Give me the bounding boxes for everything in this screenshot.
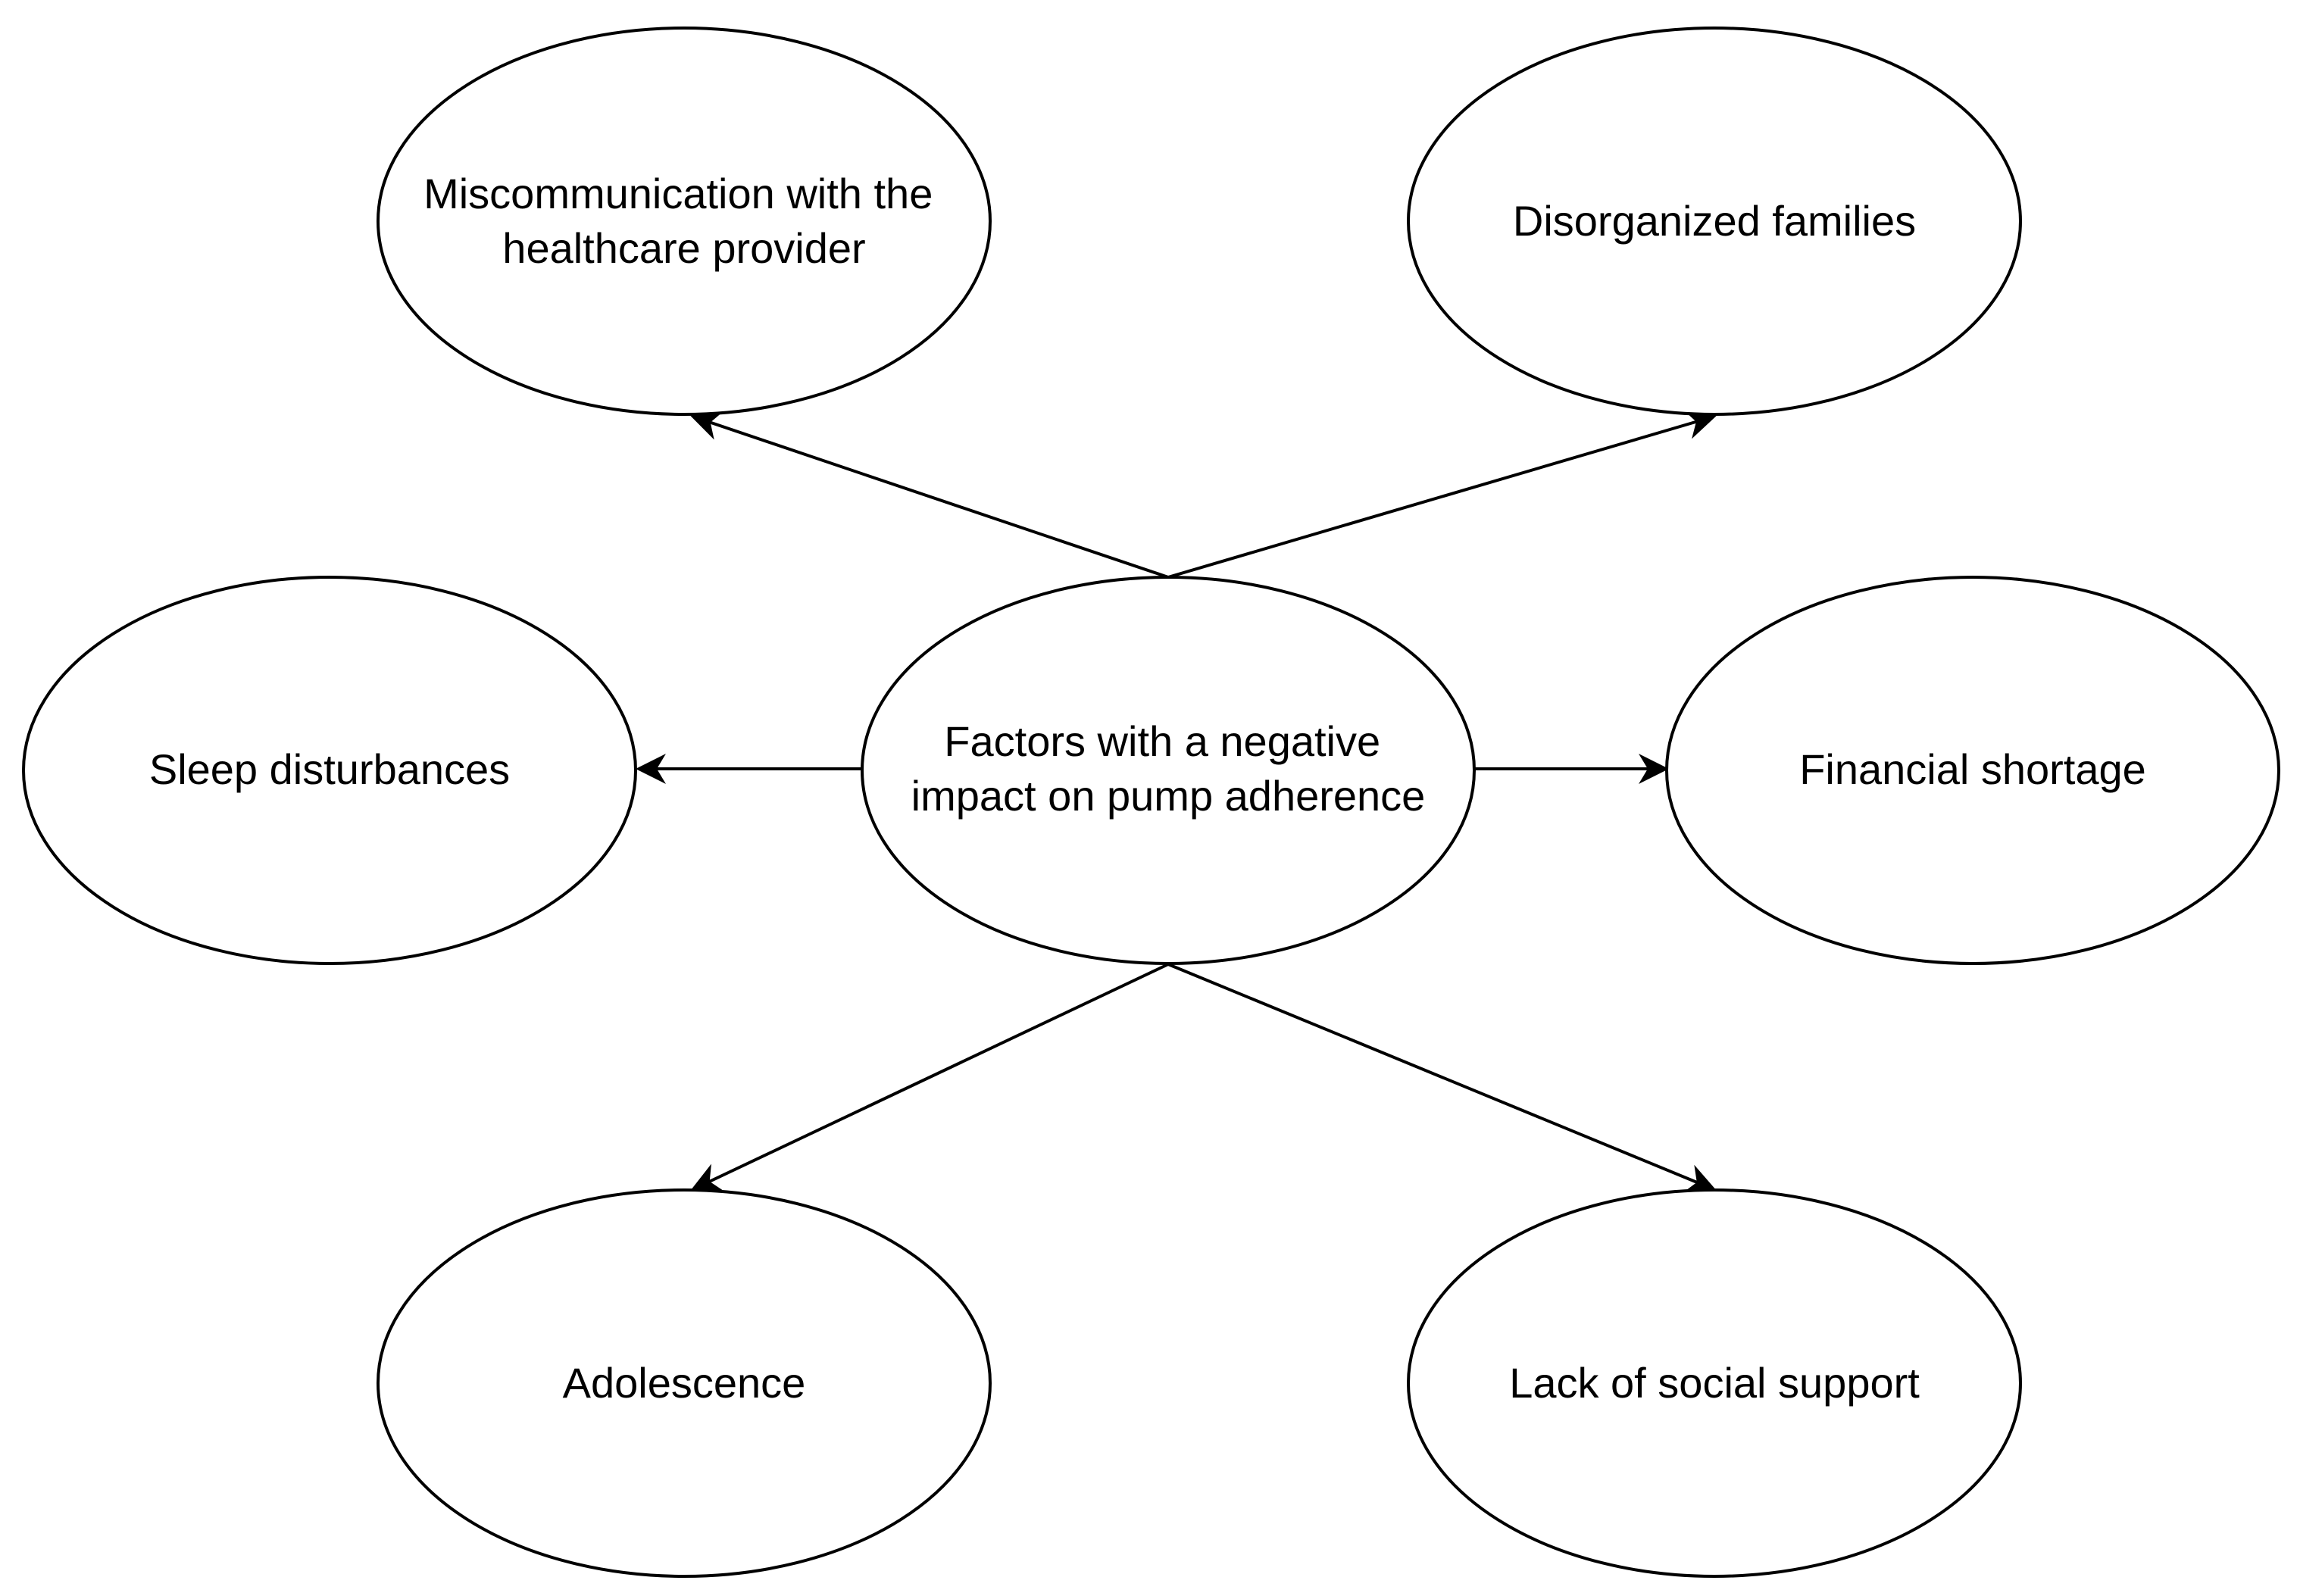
disorganized-families-label: Disorganized families (1513, 197, 1916, 245)
node-financial-shortage: Financial shortage (1665, 576, 2280, 965)
edge-to-miscommunication (690, 411, 1169, 579)
center-ellipse (861, 576, 1476, 965)
lack-of-social-support-ellipse (1407, 1188, 2022, 1578)
adolescence-label: Adolescence (563, 1359, 806, 1407)
node-disorganized-families: Disorganized families (1407, 27, 2022, 416)
financial-shortage-label: Financial shortage (1799, 745, 2146, 793)
center-node: Factors with a negative impact on pump a… (861, 576, 1476, 965)
adolescence-label-line-1: Adolescence (563, 1359, 806, 1407)
center-label-line-1: Factors with a negative (944, 717, 1380, 765)
sleep-disturbances-label: Sleep disturbances (149, 745, 510, 793)
center-label: Factors with a negative impact on pump a… (911, 717, 1426, 820)
node-miscommunication: Miscommunication with the healthcare pro… (377, 27, 992, 416)
miscommunication-label-line-1: Miscommunication with the (423, 170, 933, 217)
lack-of-social-support-label: Lack of social support (1509, 1359, 1920, 1407)
adolescence-ellipse (377, 1188, 992, 1578)
edges (636, 409, 1717, 1193)
node-sleep-disturbances: Sleep disturbances (22, 576, 637, 965)
sleep-disturbances-label-line-1: Sleep disturbances (149, 745, 510, 793)
disorganized-families-label-line-1: Disorganized families (1513, 197, 1916, 245)
node-adolescence: Adolescence (377, 1188, 992, 1578)
edge-to-adolescence (690, 963, 1169, 1192)
disorganized-families-ellipse (1407, 27, 2022, 416)
node-lack-of-social-support: Lack of social support (1407, 1188, 2022, 1578)
lack-of-social-support-label-line-1: Lack of social support (1509, 1359, 1920, 1407)
financial-shortage-ellipse (1665, 576, 2280, 965)
center-label-line-2: impact on pump adherence (911, 772, 1426, 820)
edge-to-disorganized-families (1167, 409, 1717, 579)
miscommunication-ellipse (377, 27, 992, 416)
miscommunication-label: Miscommunication with the healthcare pro… (423, 170, 945, 272)
financial-shortage-label-line-1: Financial shortage (1799, 745, 2146, 793)
miscommunication-label-line-2: healthcare provider (502, 224, 865, 272)
sleep-disturbances-ellipse (22, 576, 637, 965)
edge-to-lack-of-social-support (1167, 963, 1717, 1193)
